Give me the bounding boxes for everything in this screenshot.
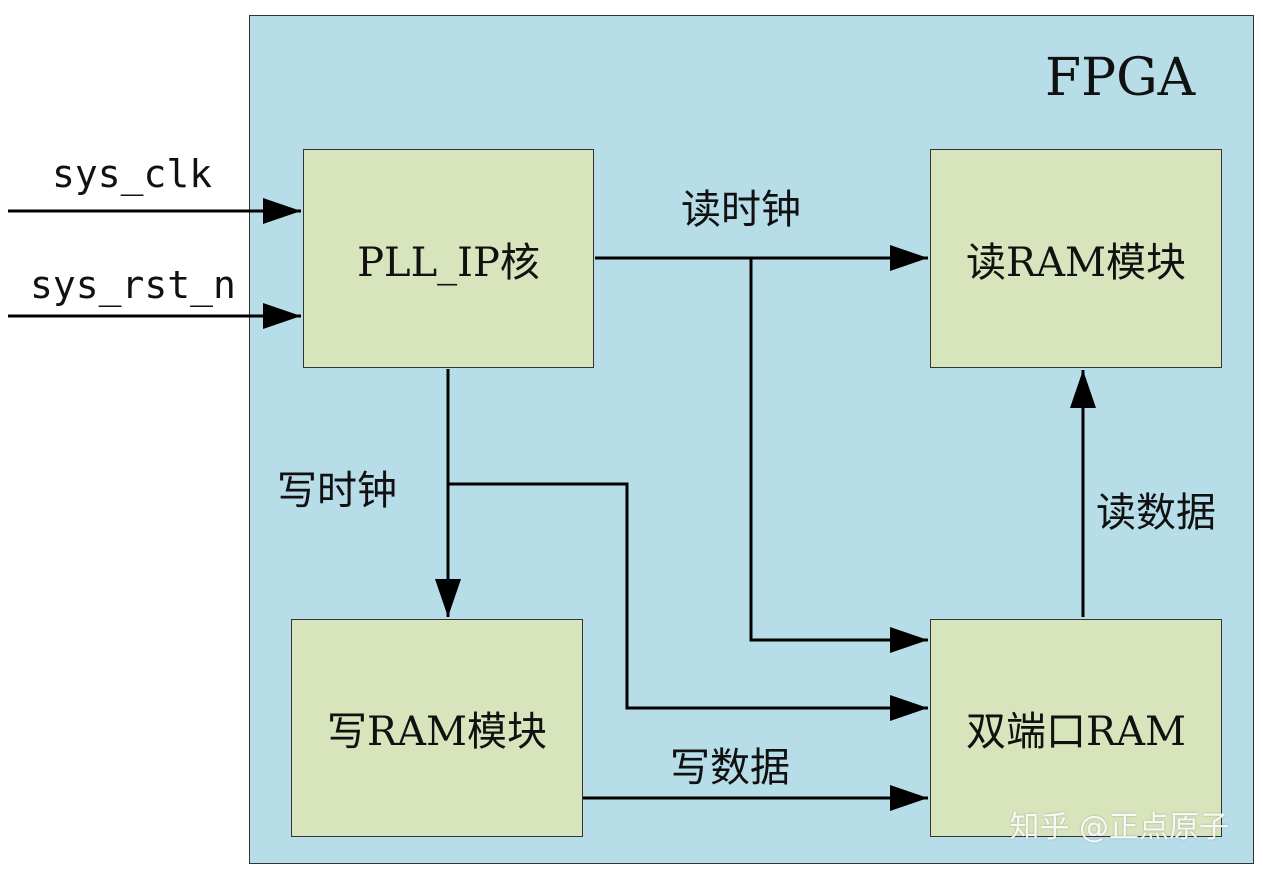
- write-clock-to-dual-port-ram-arrow: [448, 482, 928, 721]
- dual-port-ram-block: 双端口RAM: [930, 619, 1222, 837]
- write-clock-label: 写时钟: [277, 468, 397, 514]
- read-clock-label: 读时钟: [681, 187, 801, 233]
- read-clock-to-dual-port-ram-arrow: [749, 258, 928, 653]
- write-data-label: 写数据: [670, 745, 790, 791]
- read-ram-label: 读RAM模块: [966, 239, 1186, 286]
- write-ram-label: 写RAM模块: [327, 709, 547, 755]
- pll-ip-core-label: PLL_IP核: [357, 239, 540, 286]
- read-data-label: 读数据: [1096, 490, 1216, 536]
- sys-rst-n-label: sys_rst_n: [30, 263, 236, 307]
- watermark: 知乎 @正点原子: [1009, 810, 1229, 845]
- sys-clk-label: sys_clk: [52, 152, 213, 196]
- write-ram-block: 写RAM模块: [291, 619, 583, 837]
- dual-port-ram-label: 双端口RAM: [966, 709, 1186, 755]
- fpga-label: FPGA: [1045, 48, 1196, 108]
- read-ram-block: 读RAM模块: [930, 149, 1222, 368]
- pll-ip-core-block: PLL_IP核: [303, 149, 594, 368]
